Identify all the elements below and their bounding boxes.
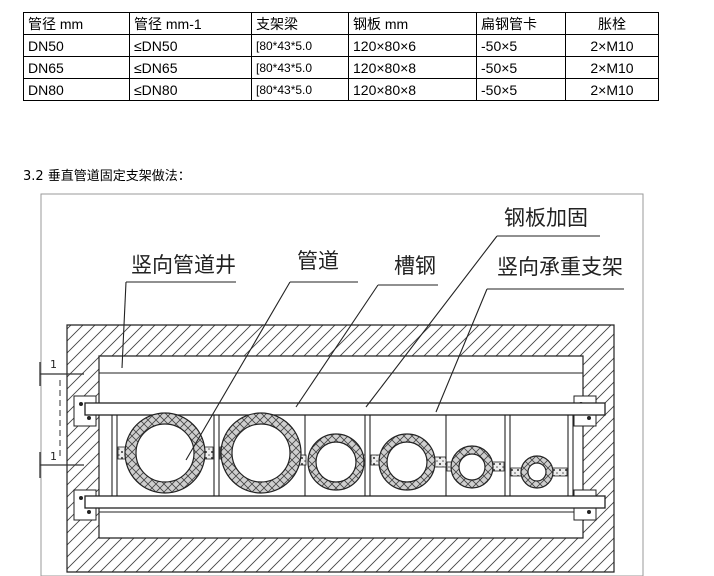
leader-lines [121, 235, 624, 461]
label-support: 竖向承重支架 [497, 255, 623, 279]
vertical-supports [111, 415, 574, 496]
cell: ≤DN65 [129, 56, 252, 79]
cell: 120×80×8 [348, 78, 477, 101]
channel-beam-bottom [84, 495, 606, 509]
drawing-frame [40, 193, 644, 576]
label-channel: 槽钢 [394, 254, 436, 278]
pipe-5 [450, 445, 494, 489]
shaft-wall [66, 324, 615, 573]
section-mark-left [39, 362, 84, 478]
section-mark-label: 1 [50, 358, 57, 371]
pipe-1 [124, 412, 206, 494]
pipe-6 [520, 455, 554, 489]
section-heading: 3.2 垂直管道固定支架做法： [23, 169, 191, 184]
table-row: DN65 ≤DN65 [80*43*5.0 120×80×8 -50×5 2×M… [23, 56, 659, 79]
cell: [80*43*5.0 [251, 78, 349, 101]
cell: DN80 [23, 78, 130, 101]
cell: DN65 [23, 56, 130, 79]
label-plate: 钢板加固 [504, 206, 588, 230]
table-row: DN80 ≤DN80 [80*43*5.0 120×80×8 -50×5 2×M… [23, 78, 659, 101]
table-row: DN50 ≤DN50 [80*43*5.0 120×80×6 -50×5 2×M… [23, 34, 659, 57]
section-mark-label: 1 [50, 450, 57, 463]
cell: 2×M10 [565, 56, 659, 79]
label-shaft: 竖向管道井 [131, 253, 236, 277]
cell: 120×80×8 [348, 56, 477, 79]
label-pipe: 管道 [297, 249, 339, 273]
header-clamp: 扁钢管卡 [476, 12, 566, 35]
pipe-2 [220, 412, 302, 494]
cell: 2×M10 [565, 78, 659, 101]
spec-table: 管径 mm 管径 mm-1 支架梁 钢板 mm 扁钢管卡 胀栓 DN50 ≤DN… [23, 12, 659, 101]
cell: ≤DN80 [129, 78, 252, 101]
cell: 120×80×6 [348, 34, 477, 57]
channel-beam-top [84, 402, 606, 416]
table-header-row: 管径 mm 管径 mm-1 支架梁 钢板 mm 扁钢管卡 胀栓 [23, 12, 659, 35]
pipe-3 [307, 433, 365, 491]
pipe-4 [378, 433, 436, 491]
cell: -50×5 [476, 56, 566, 79]
